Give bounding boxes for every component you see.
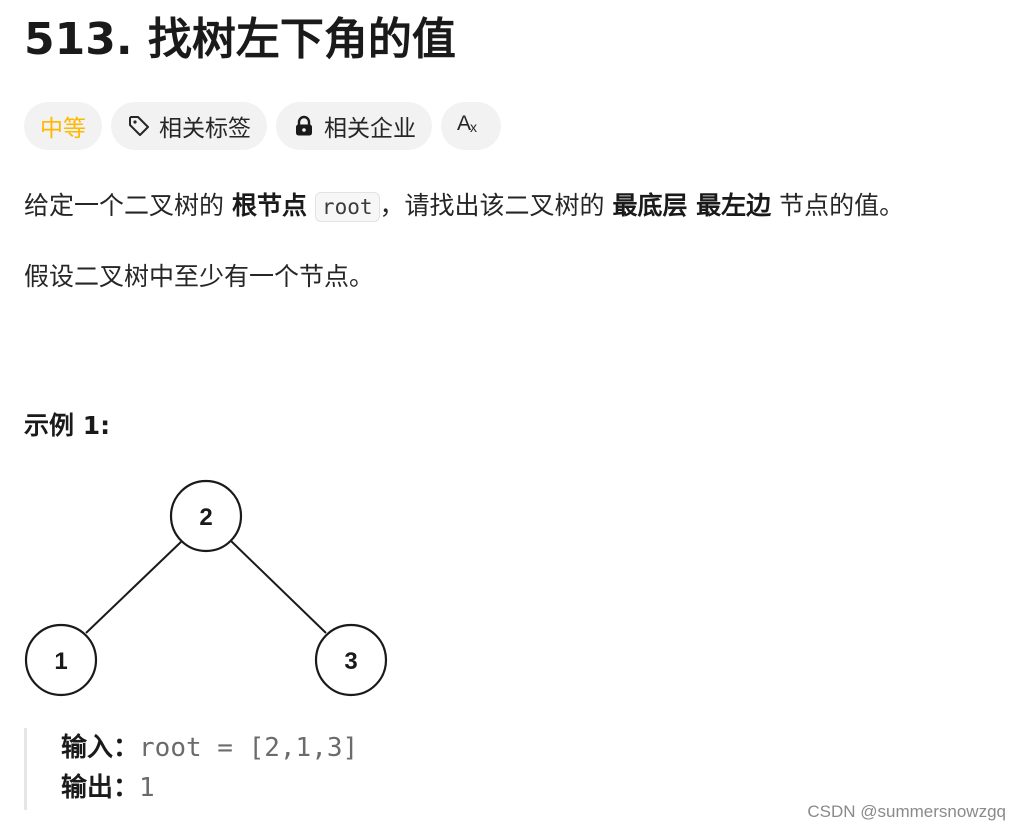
related-companies-label: 相关企业 [324, 116, 416, 142]
desc-bold-bottom-left: 最底层 最左边 [612, 191, 772, 220]
tag-icon [127, 114, 151, 138]
tree-node-right-label: 3 [344, 648, 357, 675]
example-io-block: 输入：root = [2,1,3] 输出：1 [24, 728, 424, 810]
svg-text:A: A [457, 112, 471, 135]
lock-icon [292, 114, 316, 138]
output-value: 1 [139, 773, 155, 803]
translate-icon: A x [456, 110, 486, 142]
tree-node-root-label: 2 [199, 504, 212, 531]
difficulty-label: 中等 [40, 116, 86, 142]
desc-text-1: 给定一个二叉树的 [24, 191, 232, 220]
difficulty-badge[interactable]: 中等 [24, 102, 102, 150]
related-tags-button[interactable]: 相关标签 [111, 102, 267, 150]
tag-bar: 中等 相关标签 相关企业 [24, 102, 501, 150]
description-paragraph-2: 假设二叉树中至少有一个节点。 [24, 262, 375, 291]
input-value: root = [2,1,3] [139, 733, 359, 763]
translate-button[interactable]: A x [441, 102, 501, 150]
tree-node-root: 2 [169, 479, 243, 553]
tree-node-left-label: 1 [54, 648, 67, 675]
desc-bold-root-node: 根节点 [231, 191, 307, 220]
related-tags-label: 相关标签 [159, 116, 251, 142]
related-companies-button[interactable]: 相关企业 [276, 102, 432, 150]
example-output-line: 输出：1 [61, 768, 424, 808]
tree-node-right: 3 [314, 623, 388, 697]
problem-title: 513. 找树左下角的值 [24, 14, 456, 65]
example-title: 示例 1: [24, 411, 111, 440]
example-tree-diagram: 2 1 3 [24, 479, 388, 697]
tree-node-left: 1 [24, 623, 98, 697]
tree-edge-right [229, 539, 327, 634]
example-input-line: 输入：root = [2,1,3] [61, 728, 424, 768]
description-paragraph-1: 给定一个二叉树的 根节点 root，请找出该二叉树的 最底层 最左边 节点的值。 [24, 186, 904, 227]
tree-edge-left [85, 539, 184, 634]
desc-text-3: 节点的值。 [771, 191, 905, 220]
desc-text-2: ，请找出该二叉树的 [379, 191, 613, 220]
output-label: 输出： [61, 773, 140, 803]
input-label: 输入： [61, 733, 140, 763]
watermark: CSDN @summersnowzgq [807, 802, 1006, 821]
svg-text:x: x [470, 119, 477, 135]
inline-code-root: root [314, 192, 380, 222]
